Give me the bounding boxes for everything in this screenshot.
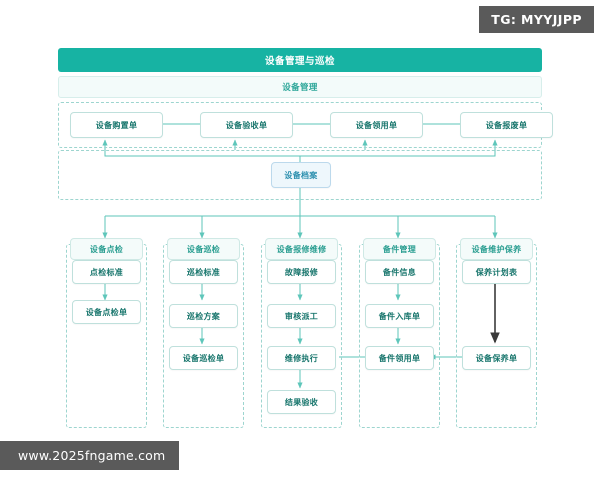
node-result-acceptance[interactable]: 结果验收: [267, 390, 336, 414]
node-maintenance-plan-sheet[interactable]: 保养计划表: [462, 260, 531, 284]
node-fault-report[interactable]: 故障报修: [267, 260, 336, 284]
equipment-management-flowchart: 设备管理与巡检 设备管理 设备购置单 设备验收单 设备领用单 设备报废单 设备档…: [58, 48, 553, 428]
node-review-dispatch[interactable]: 审核派工: [267, 304, 336, 328]
category-header-maintenance[interactable]: 设备维护保养: [460, 238, 533, 260]
node-inspection-standard[interactable]: 点检标准: [72, 260, 141, 284]
category-header-spareparts[interactable]: 备件管理: [363, 238, 436, 260]
node-patrol-plan[interactable]: 巡检方案: [169, 304, 238, 328]
node-equipment-purchase-order[interactable]: 设备购置单: [70, 112, 163, 138]
watermark-top-right: TG: MYYJJPP: [479, 6, 594, 33]
category-header-patrol[interactable]: 设备巡检: [167, 238, 240, 260]
watermark-bottom-left: www.2025fngame.com: [0, 441, 180, 470]
node-repair-execution[interactable]: 维修执行: [267, 346, 336, 370]
category-header-inspection[interactable]: 设备点检: [70, 238, 143, 260]
node-equipment-archive[interactable]: 设备档案: [271, 162, 331, 188]
diagram-subtitle: 设备管理: [58, 76, 542, 98]
node-equipment-issue-order[interactable]: 设备领用单: [330, 112, 423, 138]
node-patrol-standard[interactable]: 巡检标准: [169, 260, 238, 284]
node-equipment-patrol-order[interactable]: 设备巡检单: [169, 346, 238, 370]
node-spare-part-info[interactable]: 备件信息: [365, 260, 434, 284]
node-equipment-scrap-order[interactable]: 设备报废单: [460, 112, 553, 138]
node-equipment-maintenance-order[interactable]: 设备保养单: [462, 346, 531, 370]
node-equipment-inspection-order[interactable]: 设备点检单: [72, 300, 141, 324]
node-spare-part-inbound-order[interactable]: 备件入库单: [365, 304, 434, 328]
node-equipment-acceptance-order[interactable]: 设备验收单: [200, 112, 293, 138]
node-spare-part-issue-order[interactable]: 备件领用单: [365, 346, 434, 370]
category-header-repair[interactable]: 设备报修维修: [265, 238, 338, 260]
archive-band: [58, 150, 542, 200]
diagram-title: 设备管理与巡检: [58, 48, 542, 72]
